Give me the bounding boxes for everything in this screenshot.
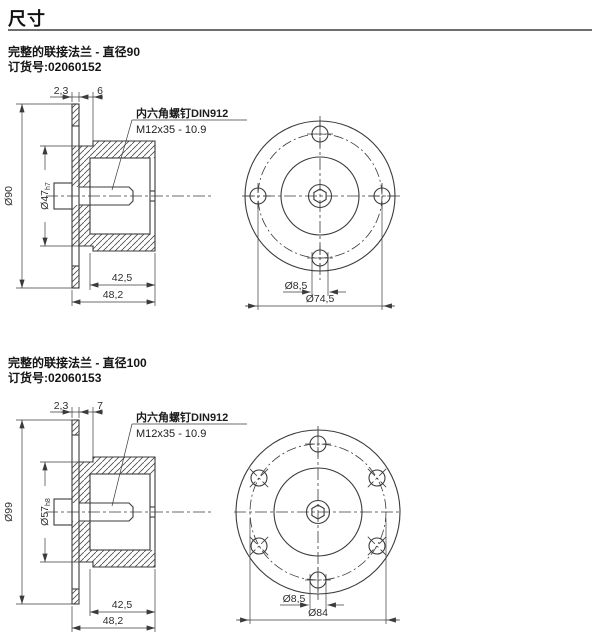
dim-outer-diameter-90: Ø90 [3,186,15,206]
screw-note-line1-90: 内六角螺钉DIN912 [136,106,228,120]
dim-plate-thickness-90: 2,3 [54,85,69,97]
bolt-holes [249,431,387,593]
section-hatching [72,104,155,288]
dimensions-front-100: Ø8,5 Ø84 [236,518,400,624]
dim-flange-offset-90: 6 [97,85,103,97]
screw-note-line2-100: M12x35 - 10.9 [136,428,206,440]
order-number-100: 订货号:02060153 [8,371,102,385]
dim-plate-thickness-100: 2,3 [54,400,69,412]
dim-total-length-100: 48,2 [103,615,124,627]
screw-note-100: 内六角螺钉DIN912 M12x35 - 10.9 [111,410,247,507]
dim-bolt-circle-100: Ø84 [308,607,328,619]
dim-bolt-hole-90: Ø8,5 [285,280,308,292]
screw-note-90: 内六角螺钉DIN912 M12x35 - 10.9 [111,106,247,191]
dim-bolt-hole-100: Ø8,5 [283,593,306,605]
side-view-100: 2,3 7 Ø99 Ø57h8 42,5 48,2 [3,400,247,632]
dim-total-length-90: 48,2 [103,289,124,301]
dim-outer-diameter-100: Ø99 [3,502,15,522]
screw-note-line1-100: 内六角螺钉DIN912 [136,410,228,424]
dimensions-side-90: 2,3 6 Ø90 Ø47h7 42,5 48,2 [3,85,156,306]
front-view-90: Ø8,5 Ø74,5 [242,116,400,310]
page-title: 尺寸 [8,9,46,29]
dimensions-front-90: Ø8,5 Ø74,5 [245,202,395,310]
title-underline [8,29,592,31]
dim-pilot-diameter-90: Ø47h7 [39,182,52,210]
section-hatching [72,420,155,604]
screw-note-line2-90: M12x35 - 10.9 [136,124,206,136]
dimensions-side-100: 2,3 7 Ø99 Ø57h8 42,5 48,2 [3,400,156,632]
dim-hub-length-90: 42,5 [112,272,133,284]
section-heading-diameter-90: 完整的联接法兰 - 直径90 [8,45,141,59]
section-heading-diameter-100: 完整的联接法兰 - 直径100 [8,356,147,370]
dim-bolt-circle-90: Ø74,5 [306,293,335,305]
dim-hub-length-100: 42,5 [112,599,133,611]
order-number-90: 订货号:02060152 [8,60,102,74]
dim-flange-offset-100: 7 [97,400,103,412]
front-view-100: Ø8,5 Ø84 [234,426,402,624]
dim-pilot-diameter-100: Ø57h8 [39,498,52,526]
side-view-90: 2,3 6 Ø90 Ø47h7 42,5 48,2 [3,85,247,306]
